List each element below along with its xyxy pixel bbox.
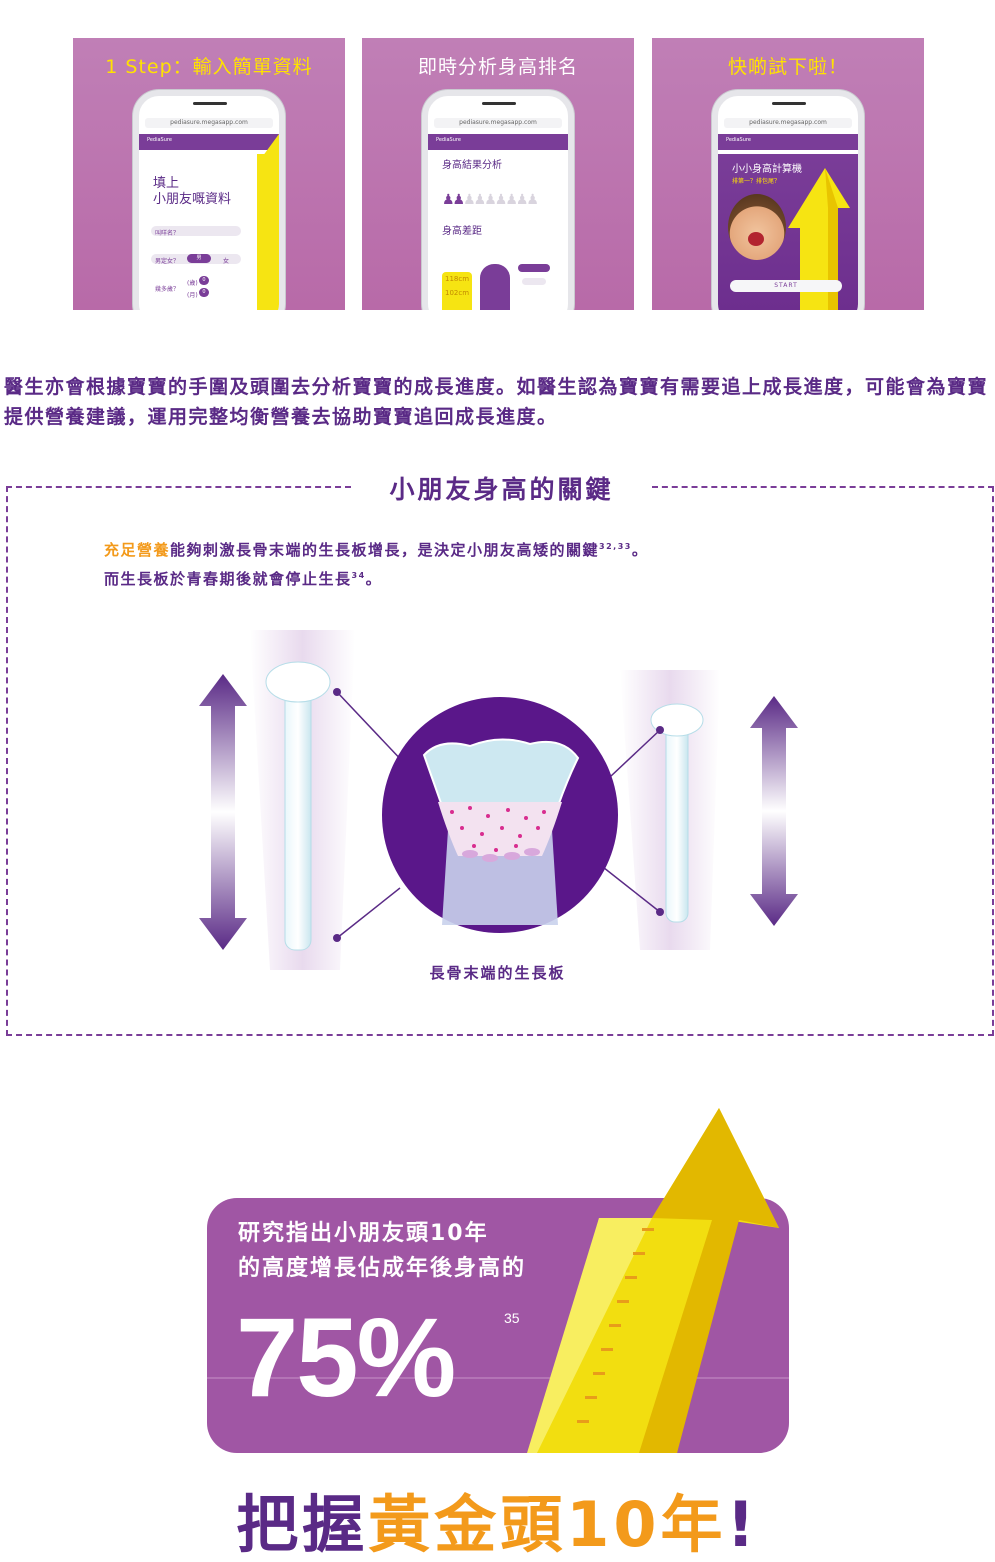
ruler-graphic xyxy=(257,134,279,310)
dashed-divider xyxy=(652,486,994,488)
key-text-punct: 。 xyxy=(631,541,649,559)
phone-screen: 小小身高計算機 排第一？排包尾？ START xyxy=(718,154,858,310)
arrow-up-icon xyxy=(788,168,850,310)
gender-male-button: 男 xyxy=(187,254,211,263)
reference-mark: 32,33 xyxy=(599,542,632,551)
phone-mockup: pediasure.megasapp.com PediaSure 小小身高計算機… xyxy=(712,90,864,310)
phone-screen: 身高結果分析 ♟♟♟♟♟♟♟♟♟ 身高差距 118cm 102cm xyxy=(428,154,568,310)
slogan-part: ! xyxy=(726,1488,759,1561)
phone-app-header: PediaSure xyxy=(428,134,568,150)
phone-url-bar: pediasure.megasapp.com xyxy=(145,118,273,128)
step-cards: 1 Step：輸入簡單資料 pediasure.megasapp.com Ped… xyxy=(73,38,924,310)
age-year-value: 0 xyxy=(199,276,209,285)
growth-cells xyxy=(462,848,540,862)
bone-head-left xyxy=(265,661,331,703)
slogan-highlight: 黃金頭10年 xyxy=(368,1488,727,1561)
double-arrow-icon xyxy=(750,696,798,926)
key-text-punct: 。 xyxy=(365,570,383,588)
height-value: 118cm xyxy=(445,275,470,283)
age-month-value: 0 xyxy=(199,288,209,297)
bone-caption: 長骨末端的生長板 xyxy=(429,964,566,982)
slogan: 把握黃金頭10年! xyxy=(0,1488,995,1562)
phone-url-bar: pediasure.megasapp.com xyxy=(434,118,562,128)
step-card-analysis: 即時分析身高排名 pediasure.megasapp.com PediaSur… xyxy=(362,38,634,310)
phone-subheading: 排第一？排包尾？ xyxy=(732,178,781,185)
result-tag xyxy=(522,278,546,285)
stat-line: 的高度增長佔成年後身高的 xyxy=(238,1256,527,1281)
child-silhouette-icon xyxy=(480,264,510,310)
stat-card xyxy=(207,1108,789,1453)
brand-logo-icon: PediaSure xyxy=(436,137,461,143)
stat-description: 研究指出小朋友頭10年 的高度增長佔成年後身高的 xyxy=(238,1216,526,1286)
key-text-line2: 而生長板於青春期後就會停止生長 xyxy=(104,570,352,588)
long-bone-left xyxy=(284,679,312,951)
key-text-line1: 能夠刺激長骨末端的生長板增長，是決定小朋友高矮的關鍵 xyxy=(170,541,600,559)
result-tag xyxy=(518,264,550,272)
height-value: 102cm xyxy=(445,289,470,297)
height-gap-bar: 118cm 102cm xyxy=(442,272,472,310)
bone-head-right xyxy=(650,703,704,737)
long-bone-right xyxy=(665,721,689,923)
bone-illustration xyxy=(199,630,798,970)
phone-notch xyxy=(193,102,227,105)
step-card-title: 快啲試下啦！ xyxy=(727,56,848,78)
double-arrow-icon xyxy=(199,674,247,950)
child-mouth xyxy=(748,232,764,246)
phone-heading: 小小身高計算機 xyxy=(732,164,802,175)
brand-logo-icon: PediaSure xyxy=(726,137,751,143)
highlight-text: 充足營養 xyxy=(104,541,171,559)
people-ranking-icon: ♟♟♟♟♟♟♟♟♟ xyxy=(442,192,539,208)
gender-female-label: 女 xyxy=(223,258,230,265)
growth-plate xyxy=(438,802,562,856)
phone-heading: 身高結果分析 xyxy=(442,160,502,171)
brand-logo-icon: PediaSure xyxy=(147,137,172,143)
step-card-input: 1 Step：輸入簡單資料 pediasure.megasapp.com Ped… xyxy=(73,38,345,310)
stat-line: 研究指出小朋友頭10年 xyxy=(238,1221,489,1246)
slogan-part: 把握 xyxy=(236,1488,369,1561)
key-section-text: 充足營養能夠刺激長骨末端的生長板增長，是決定小朋友高矮的關鍵32,33。 而生長… xyxy=(104,534,804,592)
bone-head-zoom xyxy=(422,738,580,807)
phone-mockup: pediasure.megasapp.com PediaSure 填上 小朋友嘅… xyxy=(133,90,285,310)
age-month-label: (月) xyxy=(187,292,198,299)
phone-url-bar: pediasure.megasapp.com xyxy=(724,118,852,128)
phone-mockup: pediasure.megasapp.com PediaSure 身高結果分析 … xyxy=(422,90,574,310)
phone-heading: 填上 xyxy=(153,176,180,191)
phone-app-header: PediaSure xyxy=(718,134,858,150)
phone-app-header: PediaSure xyxy=(139,134,279,150)
key-section-frame xyxy=(6,486,994,1036)
arrow-up-icon xyxy=(257,134,279,164)
intro-paragraph: 醫生亦會根據寶寶的手圍及頭圍去分析寶寶的成長進度。如醫生認為寶寶有需要追上成長進… xyxy=(4,376,989,428)
ruler-ticks xyxy=(577,1228,654,1423)
step-card-try: 快啲試下啦！ pediasure.megasapp.com PediaSure … xyxy=(652,38,924,310)
dashed-divider xyxy=(6,486,351,488)
key-section-title: 小朋友身高的關鍵 xyxy=(389,475,614,504)
field-label: 幾多歲？ xyxy=(155,286,180,293)
step-card-title: 即時分析身高排名 xyxy=(417,56,578,78)
reference-mark: 34 xyxy=(351,571,366,580)
name-input xyxy=(151,226,241,236)
field-label: 男定女？ xyxy=(155,258,180,265)
phone-notch xyxy=(482,102,516,105)
phone-heading: 身高差距 xyxy=(442,226,482,237)
age-year-label: (歲) xyxy=(187,280,198,287)
phone-heading: 小朋友嘅資料 xyxy=(153,192,232,207)
stat-percentage: 75% xyxy=(236,1295,456,1420)
reference-mark: 35 xyxy=(504,1310,520,1326)
child-photo xyxy=(728,194,786,260)
phone-notch xyxy=(772,102,806,105)
field-label: 叫咩名？ xyxy=(155,230,180,237)
growth-cells xyxy=(450,806,546,852)
phone-screen: 填上 小朋友嘅資料 叫咩名？ 男定女？ 男 女 幾多歲？ (歲) (月) 0 0 xyxy=(139,134,279,310)
step-card-title: 1 Step：輸入簡單資料 xyxy=(105,56,313,78)
start-button: START xyxy=(730,280,842,292)
